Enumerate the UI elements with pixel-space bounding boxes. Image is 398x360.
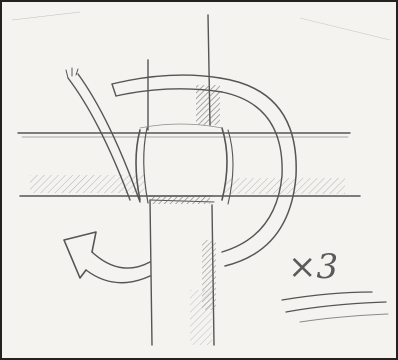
repeat-label: ×3: [288, 247, 338, 287]
